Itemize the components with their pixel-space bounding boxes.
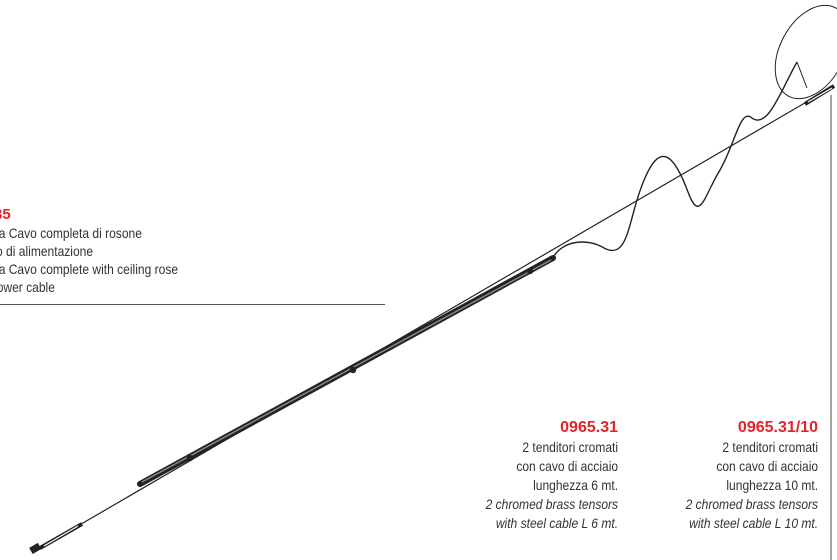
description-line: with steel cable L 6 mt. [495, 515, 618, 531]
description-line: con cavo di acciaio [516, 458, 618, 474]
description-line: 2 chromed brass tensors [685, 496, 818, 512]
end-fitting [29, 542, 42, 554]
description-line: 2 tenditori cromati [522, 439, 618, 455]
rod-joint [526, 267, 534, 275]
product-code: 35 [0, 206, 11, 223]
description-line: with steel cable L 10 mt. [689, 515, 818, 531]
description-line: lunghezza 6 mt. [532, 477, 618, 493]
description-line: power cable [0, 279, 55, 295]
ceiling-rose [774, 4, 837, 100]
rod-joint [349, 366, 357, 374]
product-code: 0965.31/10 [737, 419, 818, 436]
steel-cable [39, 85, 835, 549]
description-line: con cavo di acciaio [716, 458, 818, 474]
description-line: cia Cavo completa di rosone [0, 225, 142, 241]
product-code: 0965.31 [560, 419, 618, 436]
description-line: lunghezza 10 mt. [726, 477, 818, 493]
rod-joint [186, 454, 194, 462]
product-block-6mt: 0965.31 2 tenditori cromati con cavo di … [464, 418, 618, 533]
description-line: 2 tenditori cromati [722, 439, 818, 455]
description-line: vo di alimentazione [0, 243, 94, 259]
power-cable [552, 61, 798, 259]
ceiling-rose-description: 35 cia Cavo completa di rosone vo di ali… [0, 206, 385, 305]
rose-stem [796, 61, 808, 89]
description-line: 2 chromed brass tensors [485, 496, 618, 512]
description-line: cia Cavo complete with ceiling rose [0, 261, 179, 277]
product-block-10mt: 0965.31/10 2 tenditori cromati con cavo … [664, 418, 818, 533]
